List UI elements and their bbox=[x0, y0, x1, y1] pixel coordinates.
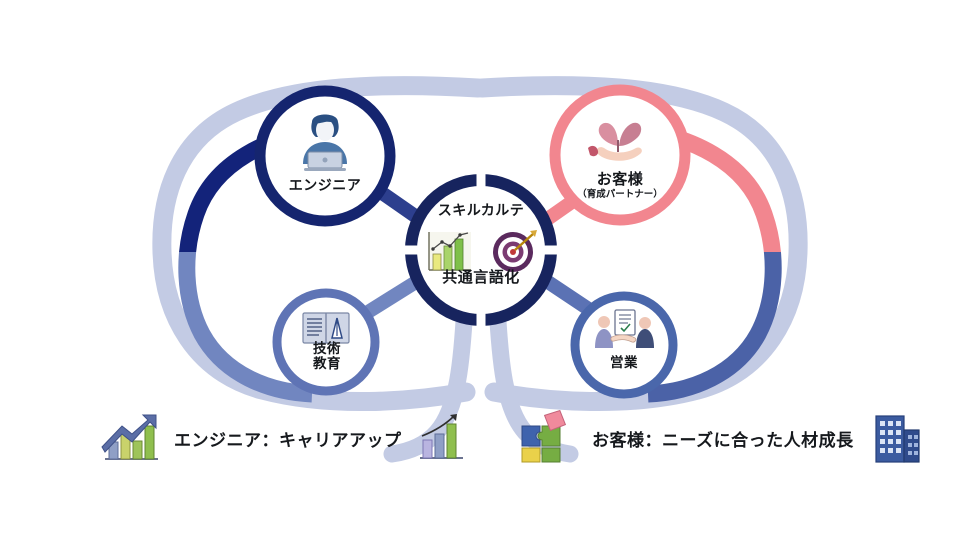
engineer-laptop-icon bbox=[303, 114, 347, 171]
puzzle-pieces-icon bbox=[521, 410, 567, 463]
handshake-document-icon bbox=[595, 309, 654, 348]
bar-chart-arrow-icon bbox=[419, 414, 463, 459]
outer-arc-left bbox=[178, 119, 332, 403]
outer-arc-right bbox=[628, 119, 782, 403]
outer-arc-left-navy bbox=[179, 119, 332, 252]
connector-tech-education bbox=[364, 276, 420, 318]
outer-arc-left-blue bbox=[178, 252, 313, 403]
connector-sales bbox=[544, 276, 594, 316]
hand-sprout-icon bbox=[588, 122, 642, 161]
caption-row-engineer: エンジニア：キャリアアップ bbox=[100, 412, 466, 464]
outer-arc-right-pink bbox=[628, 119, 781, 252]
target-dart-icon bbox=[493, 230, 537, 272]
caption-engineer-text: エンジニア：キャリアアップ bbox=[174, 430, 402, 450]
outer-arc-right-steel bbox=[647, 252, 782, 403]
caption-row-customer: お客様：ニーズに合った人材成長 bbox=[516, 410, 924, 466]
center-ring[interactable] bbox=[399, 168, 563, 332]
open-book-icon bbox=[302, 312, 350, 344]
caption-customer-text: お客様：ニーズに合った人材成長 bbox=[592, 430, 854, 450]
growth-chart-arrow-icon bbox=[101, 414, 158, 460]
office-building-icon bbox=[875, 415, 920, 463]
background-loop-right bbox=[472, 76, 808, 412]
bar-chart-growth-icon bbox=[428, 232, 471, 271]
